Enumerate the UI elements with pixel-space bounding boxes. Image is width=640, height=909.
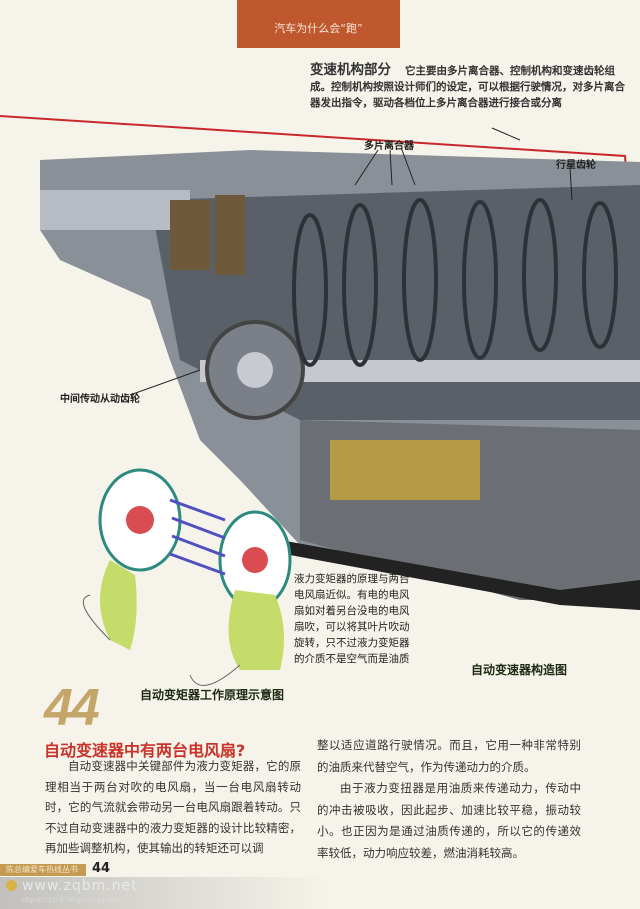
watermark-logo-icon (6, 880, 17, 891)
running-header: 汽车为什么会“跑” (237, 0, 400, 48)
intro-text: 它主要由多片离合器、控制机构和变速齿轮组成。控制机构按照设计师们的设定，可以根据… (310, 65, 625, 109)
transmission-caption: 自动变速器构造图 (471, 663, 568, 677)
transmission-cutaway (40, 150, 640, 610)
label-multi-plate-clutch: 多片离合器 (364, 141, 414, 152)
page-number: 44 (92, 861, 111, 876)
watermark-band (0, 877, 330, 909)
intro-heading: 变速机构部分 (310, 62, 391, 78)
intro-block: 变速机构部分它主要由多片离合器、控制机构和变速齿轮组成。控制机构按照设计师们的设… (310, 62, 632, 111)
paragraph-continuation: 整以适应道路行驶情况。而且，它用一种非常特别的油质来代替空气，作为传递动力的介质… (317, 738, 581, 774)
watermark-url: http://375278750.qzone.qq.com (22, 897, 120, 904)
body-column-right: 整以适应道路行驶情况。而且，它用一种非常特别的油质来代替空气，作为传递动力的介质… (317, 735, 581, 864)
paragraph: 由于液力变扭器是用油质来传递动力，传动中的冲击被吸收，因此起步、加速比较平稳，振… (317, 781, 581, 860)
label-driven-gear: 中间传动从动齿轮 (60, 394, 140, 405)
fan-diagram-caption: 自动变矩器工作原理示意图 (140, 688, 285, 702)
article-number: 44 (44, 679, 100, 737)
callout-leader (491, 127, 521, 141)
article-title: 自动变速器中有两台电风扇? (44, 741, 246, 760)
watermark-site: www.zqbm.net (22, 878, 138, 894)
series-name: 陈总编爱车热线丛书 (0, 864, 86, 876)
body-column-left: 自动变速器中关键部件为液力变矩器，它的原理相当于两台对吹的电风扇，当一台电风扇转… (45, 756, 301, 859)
paragraph: 自动变速器中关键部件为液力变矩器，它的原理相当于两台对吹的电风扇，当一台电风扇转… (45, 759, 301, 855)
label-planetary-gear: 行星齿轮 (556, 160, 596, 171)
fan-caption: 液力变矩器的原理与两台电风扇近似。有电的电风扇如对着另台没电的电风扇吹，可以将其… (294, 573, 410, 665)
fan-diagram (82, 468, 292, 686)
